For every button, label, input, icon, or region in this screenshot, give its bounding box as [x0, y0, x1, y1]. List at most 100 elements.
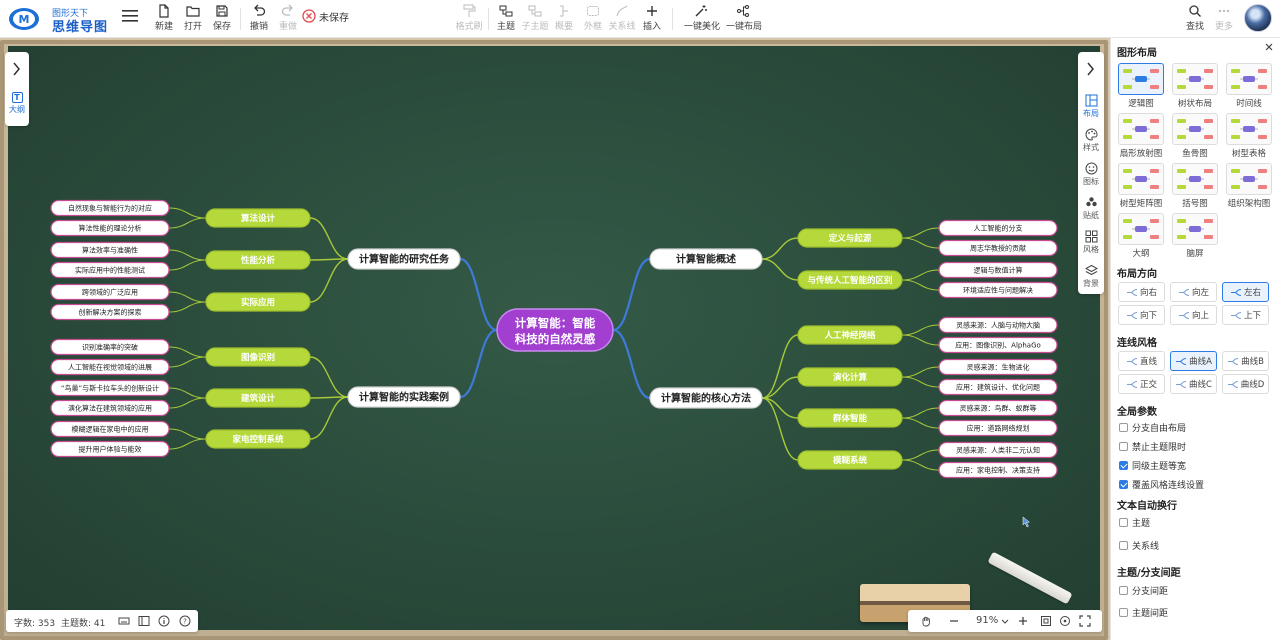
layout-option[interactable]: 时间线 — [1226, 63, 1272, 109]
canvas-area[interactable]: 计算智能的研究任务算法设计自然现象与智能行为的对应算法性能的理论分析性能分析算法… — [0, 38, 1110, 640]
insert-button[interactable]: 插入 — [635, 2, 669, 36]
branch-topic[interactable]: 计算智能概述 — [649, 248, 763, 270]
leaf-topic[interactable]: 灵感来源：鸟群、蚁群等 — [938, 399, 1058, 417]
checkbox-option[interactable]: 分支自由布局 — [1119, 420, 1186, 434]
direction-option[interactable]: 向上 — [1170, 305, 1217, 325]
subtopic[interactable]: 性能分析 — [205, 250, 311, 270]
leaf-topic[interactable]: 人工智能的分支 — [938, 219, 1058, 237]
center-target-icon[interactable] — [1059, 615, 1071, 627]
checkbox[interactable] — [1119, 441, 1128, 451]
leaf-topic[interactable]: 创新解决方案的探索 — [50, 303, 170, 321]
fullscreen-icon[interactable] — [1079, 615, 1091, 627]
rail-style[interactable]: 样式 — [1078, 128, 1104, 153]
subtopic[interactable]: 定义与起源 — [797, 228, 903, 248]
branch-topic[interactable]: 计算智能的实践案例 — [347, 386, 461, 408]
checkbox[interactable] — [1119, 585, 1128, 595]
checkbox[interactable] — [1119, 517, 1128, 527]
layout-option[interactable]: 树型矩阵图 — [1118, 163, 1164, 209]
chevron-right-icon[interactable] — [5, 58, 29, 80]
checkbox[interactable] — [1119, 607, 1128, 617]
checkbox-option[interactable]: 主题间距 — [1119, 605, 1168, 619]
summary-button[interactable]: 概要 — [547, 2, 581, 36]
mind-map[interactable]: 计算智能的研究任务算法设计自然现象与智能行为的对应算法性能的理论分析性能分析算法… — [0, 38, 1110, 640]
checkbox-option[interactable]: 关系线 — [1119, 538, 1159, 552]
redo-button[interactable]: 重做 — [271, 2, 305, 36]
user-avatar[interactable] — [1244, 4, 1272, 32]
checkbox-option[interactable]: 主题 — [1119, 515, 1150, 529]
hand-pan-icon[interactable] — [920, 615, 932, 627]
app-logo[interactable]: M 图形天下 思维导图 — [8, 4, 108, 35]
checkbox-option[interactable]: 覆盖风格连线设置 — [1119, 477, 1204, 491]
layout-option[interactable]: 组织架构图 — [1226, 163, 1272, 209]
info-icon[interactable] — [158, 615, 170, 627]
layout-option[interactable]: 逻辑图 — [1118, 63, 1164, 109]
subtopic[interactable]: 实际应用 — [205, 292, 311, 312]
rail-background[interactable]: 背景 — [1078, 264, 1104, 289]
layout-option[interactable]: 树状布局 — [1172, 63, 1218, 109]
rail-icons[interactable]: 图标 — [1078, 162, 1104, 187]
leaf-topic[interactable]: “鸟巢”与斯卡拉车头的创新设计 — [50, 379, 170, 397]
subtopic[interactable]: 演化计算 — [797, 367, 903, 387]
leaf-topic[interactable]: 灵感来源：生物进化 — [938, 358, 1058, 376]
panel-toggle-icon[interactable] — [138, 615, 150, 627]
subtopic[interactable]: 与传统人工智能的区别 — [797, 270, 903, 290]
layout-option[interactable]: 大纲 — [1118, 213, 1164, 259]
leaf-topic[interactable]: 应用：家电控制、决策支持 — [938, 461, 1058, 479]
subtopic[interactable]: 模糊系统 — [797, 450, 903, 470]
topic-button[interactable]: 主题 — [489, 2, 523, 36]
leaf-topic[interactable]: 算法性能的理论分析 — [50, 219, 170, 237]
rail-theme[interactable]: 风格 — [1078, 230, 1104, 255]
subtopic[interactable]: 人工神经网络 — [797, 325, 903, 345]
rail-stickers[interactable]: 贴纸 — [1078, 196, 1104, 221]
direction-option[interactable]: 向右 — [1118, 282, 1165, 302]
format-painter-button[interactable]: 格式刷 — [452, 2, 486, 36]
direction-option[interactable]: 上下 — [1222, 305, 1269, 325]
line-style-option[interactable]: 直线 — [1118, 351, 1165, 371]
leaf-topic[interactable]: 模糊逻辑在家电中的应用 — [50, 420, 170, 438]
keyboard-icon[interactable] — [118, 615, 130, 627]
branch-topic[interactable]: 计算智能的研究任务 — [347, 248, 461, 270]
checkbox-option[interactable]: 同级主题等宽 — [1119, 458, 1186, 472]
leaf-topic[interactable]: 实际应用中的性能测试 — [50, 261, 170, 279]
leaf-topic[interactable]: 跨领域的广泛应用 — [50, 283, 170, 301]
layout-option[interactable]: 扇形放射图 — [1118, 113, 1164, 159]
save-button[interactable]: 保存 — [205, 2, 239, 36]
hamburger-menu-icon[interactable] — [122, 9, 138, 23]
open-button[interactable]: 打开 — [176, 2, 210, 36]
layout-option[interactable]: 脑屏 — [1172, 213, 1218, 259]
auto-layout-button[interactable]: 一键布局 — [726, 2, 762, 36]
checkbox-option[interactable]: 分支间距 — [1119, 583, 1168, 597]
zoom-in-icon[interactable] — [1017, 615, 1029, 627]
checkbox[interactable] — [1119, 422, 1128, 432]
subtopic[interactable]: 家电控制系统 — [205, 429, 311, 449]
line-style-option[interactable]: 曲线C — [1170, 374, 1217, 394]
checkbox[interactable] — [1119, 460, 1128, 470]
close-icon[interactable] — [1264, 42, 1274, 52]
chevron-right-icon[interactable] — [1078, 58, 1104, 80]
zoom-level[interactable]: 91% — [976, 615, 999, 626]
layout-option[interactable]: 树型表格 — [1226, 113, 1272, 159]
branch-topic[interactable]: 计算智能的核心方法 — [649, 387, 763, 409]
search-button[interactable]: 查找 — [1178, 2, 1212, 36]
line-style-option[interactable]: 曲线B — [1222, 351, 1269, 371]
leaf-topic[interactable]: 应用：图像识别、AlphaGo — [938, 336, 1058, 354]
leaf-topic[interactable]: 识别准确率的突破 — [50, 338, 170, 356]
direction-option[interactable]: 左右 — [1222, 282, 1269, 302]
leaf-topic[interactable]: 逻辑与数值计算 — [938, 261, 1058, 279]
leaf-topic[interactable]: 应用：道路网络规划 — [938, 419, 1058, 437]
layout-option[interactable]: 鱼骨图 — [1172, 113, 1218, 159]
help-icon[interactable]: ? — [179, 615, 191, 627]
outline-panel-tab[interactable]: T 大纲 — [5, 52, 29, 126]
outline-button[interactable]: T 大纲 — [9, 92, 25, 114]
relation-line-button[interactable]: 关系线 — [605, 2, 639, 36]
line-style-option[interactable]: 曲线A — [1170, 351, 1217, 371]
direction-option[interactable]: 向左 — [1170, 282, 1217, 302]
undo-button[interactable]: 撤销 — [242, 2, 276, 36]
frame-button[interactable]: 外框 — [576, 2, 610, 36]
leaf-topic[interactable]: 应用：建筑设计、优化问题 — [938, 378, 1058, 396]
chevron-down-icon[interactable] — [1000, 617, 1010, 627]
leaf-topic[interactable]: 周志华教授的贡献 — [938, 239, 1058, 257]
line-style-option[interactable]: 正交 — [1118, 374, 1165, 394]
checkbox[interactable] — [1119, 540, 1128, 550]
